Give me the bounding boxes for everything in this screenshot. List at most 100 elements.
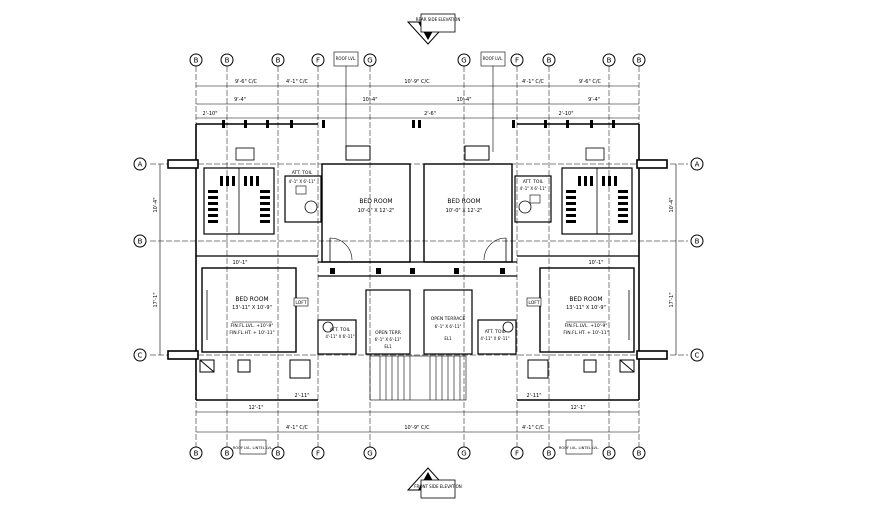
svg-text:10'-4": 10'-4" [456,97,471,103]
svg-text:F: F [316,450,320,458]
svg-text:B: B [225,450,230,458]
svg-text:B: B [637,57,642,65]
upper-left-toilet: ATT. TOIL 4'-1" X 6'-11" [284,170,322,223]
svg-text:B: B [547,450,552,458]
svg-text:B: B [547,57,552,65]
svg-text:ATT. TOIL: ATT. TOIL [330,327,351,333]
svg-text:G: G [367,57,372,65]
svg-text:2'-6": 2'-6" [424,111,436,117]
svg-text:ATT. TOIL: ATT. TOIL [292,170,313,176]
room-name: BED ROOM [359,198,392,205]
svg-text:C: C [695,352,700,360]
svg-text:ROOF LVL.: ROOF LVL. [336,56,357,61]
svg-text:6'-1" X 6'-11": 6'-1" X 6'-11" [435,324,462,329]
svg-text:9'-4": 9'-4" [588,97,600,103]
top-grid-bubbles: B B B F G G F B B B [189,53,646,67]
svg-text:2'-10": 2'-10" [558,111,573,117]
svg-text:17'-1": 17'-1" [153,292,159,307]
svg-text:2'-11": 2'-11" [526,393,541,399]
svg-text:10'-9" C/C: 10'-9" C/C [404,79,430,85]
svg-text:B: B [637,450,642,458]
svg-text:G: G [461,57,466,65]
room-size: 10'-0" X 12'-2" [358,208,395,214]
upper-right-toilet: ATT. TOIL 4'-1" X 6'-11" [514,175,552,223]
bottom-grid-bubbles: B B B F G G F B B B [189,446,646,460]
svg-text:ATT. TOIL: ATT. TOIL [523,179,544,185]
top-dimension-lines [196,85,639,119]
open-terrace-right: OPEN TERRACE 6'-1" X 6'-11" EL1 [423,289,473,355]
front-elevation-marker: FRONT SIDE ELEVATION [406,467,462,499]
svg-text:LOFT: LOFT [528,300,539,306]
svg-text:B: B [607,450,612,458]
svg-text:9'-4": 9'-4" [234,97,246,103]
svg-text:A: A [138,161,143,169]
lower-corner-elements [199,359,635,379]
svg-text:10'-4": 10'-4" [669,197,675,212]
lower-left-toilet: ATT. TOIL 4'-11" X 6'-11" [317,319,357,355]
upper-left-bedroom: BED ROOM 10'-0" X 12'-2" [321,145,411,263]
lower-right-toilet: ATT. TOIL 4'-11" X 6'-11" [477,319,517,355]
svg-text:9'-6" C/C: 9'-6" C/C [579,79,602,85]
svg-text:BED ROOM: BED ROOM [235,296,268,303]
svg-text:4'-1" C/C: 4'-1" C/C [286,425,309,431]
svg-text:2'-11": 2'-11" [294,393,309,399]
svg-text:B: B [194,57,199,65]
lower-right-bedroom: BED ROOM 13'-11" X 10'-9" FIN.FL.LVL. +1… [539,267,635,353]
svg-text:FIN.FL.HT. + 10'-11": FIN.FL.HT. + 10'-11" [229,330,274,336]
svg-text:17'-1": 17'-1" [669,292,675,307]
outer-walls [167,123,668,401]
roof-level-tag-top-left: ROOF LVL. [333,51,359,152]
svg-text:G: G [367,450,372,458]
stair-upper-right [561,147,633,235]
svg-text:B: B [225,57,230,65]
svg-text:EL1: EL1 [444,336,452,341]
lower-left-bedroom: BED ROOM 13'-11" X 10'-9" FIN.FL.LVL. +1… [201,267,297,353]
roof-level-tag-bottom-right: ROOF LVL. LINTEL LVL. [559,439,599,455]
svg-text:OPEN TERRACE: OPEN TERRACE [431,316,466,322]
svg-text:4'-11" X 6'-11": 4'-11" X 6'-11" [480,336,509,341]
svg-text:12'-1": 12'-1" [248,405,263,411]
svg-text:B: B [138,238,143,246]
svg-text:A: A [695,161,700,169]
side-dimension-text: 10'-4" 17'-1" 10'-4" 17'-1" [153,197,675,307]
svg-text:12'-1": 12'-1" [570,405,585,411]
svg-text:ROOF LVL. LINTEL LVL.: ROOF LVL. LINTEL LVL. [559,446,599,450]
svg-text:10'-4": 10'-4" [362,97,377,103]
svg-text:F: F [515,57,519,65]
svg-text:4'-1" C/C: 4'-1" C/C [286,79,309,85]
svg-text:10'-9" C/C: 10'-9" C/C [404,425,430,431]
bottom-dimension-lines [196,411,639,433]
column-markers [222,120,615,274]
passage-dim-left: 10'-1" [232,260,247,266]
room-size: 10'-0" X 12'-2" [446,208,483,214]
svg-text:6'-1" X 6'-11": 6'-1" X 6'-11" [375,337,402,342]
svg-text:B: B [607,57,612,65]
svg-text:G: G [461,450,466,458]
bottom-dimension-text: 12'-1" 2'-11" 2'-11" 12'-1" 4'-1" C/C 10… [248,393,585,431]
right-row-bubbles: A B C [690,157,704,362]
roof-level-tag-bottom-left: ROOF LVL. LINTEL LVL. [233,439,273,455]
svg-text:4'-1" C/C: 4'-1" C/C [522,79,545,85]
upper-right-bedroom: BED ROOM 10'-0" X 12'-2" [423,145,513,263]
open-terrace-left: OPEN TERR 6'-1" X 6'-11" EL1 [365,289,411,355]
left-row-bubbles: A B C [133,157,147,362]
loft-right: LOFT [526,297,542,307]
horizontal-grid-lines [150,163,688,356]
svg-text:B: B [695,238,700,246]
svg-text:LOFT: LOFT [295,300,306,306]
roof-level-tag-top-right: ROOF LVL. [480,51,506,152]
svg-text:OPEN TERR: OPEN TERR [375,330,401,336]
svg-text:FIN.FL.LVL. +10'-9": FIN.FL.LVL. +10'-9" [231,323,274,329]
svg-text:9'-6" C/C: 9'-6" C/C [235,79,258,85]
svg-text:2'-10": 2'-10" [202,111,217,117]
front-elevation-label: FRONT SIDE ELEVATION [414,484,462,489]
passage [196,255,639,277]
passage-dim-right: 10'-1" [588,260,603,266]
svg-text:13'-11" X 10'-9": 13'-11" X 10'-9" [232,305,272,311]
svg-text:ATT. TOIL: ATT. TOIL [485,329,506,335]
stair-upper-left [203,147,275,235]
rear-elevation-marker: REAR SIDE ELEVATION [406,13,460,45]
svg-text:FIN.FL.LVL. +10'-9": FIN.FL.LVL. +10'-9" [565,323,608,329]
top-dimension-text: 9'-6" C/C 4'-1" C/C 10'-9" C/C 4'-1" C/C… [202,79,601,117]
